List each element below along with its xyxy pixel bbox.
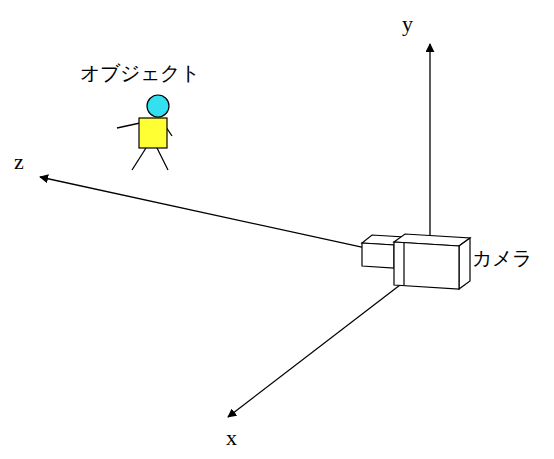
camera-label: カメラ — [472, 247, 532, 269]
axis-label: x — [226, 426, 237, 450]
y-axis — [429, 44, 430, 262]
axis-label: y — [402, 12, 413, 36]
camera-icon — [362, 234, 470, 289]
axis-label: z — [14, 150, 24, 174]
object-label: オブジェクト — [80, 62, 200, 84]
object-figure — [117, 95, 172, 170]
